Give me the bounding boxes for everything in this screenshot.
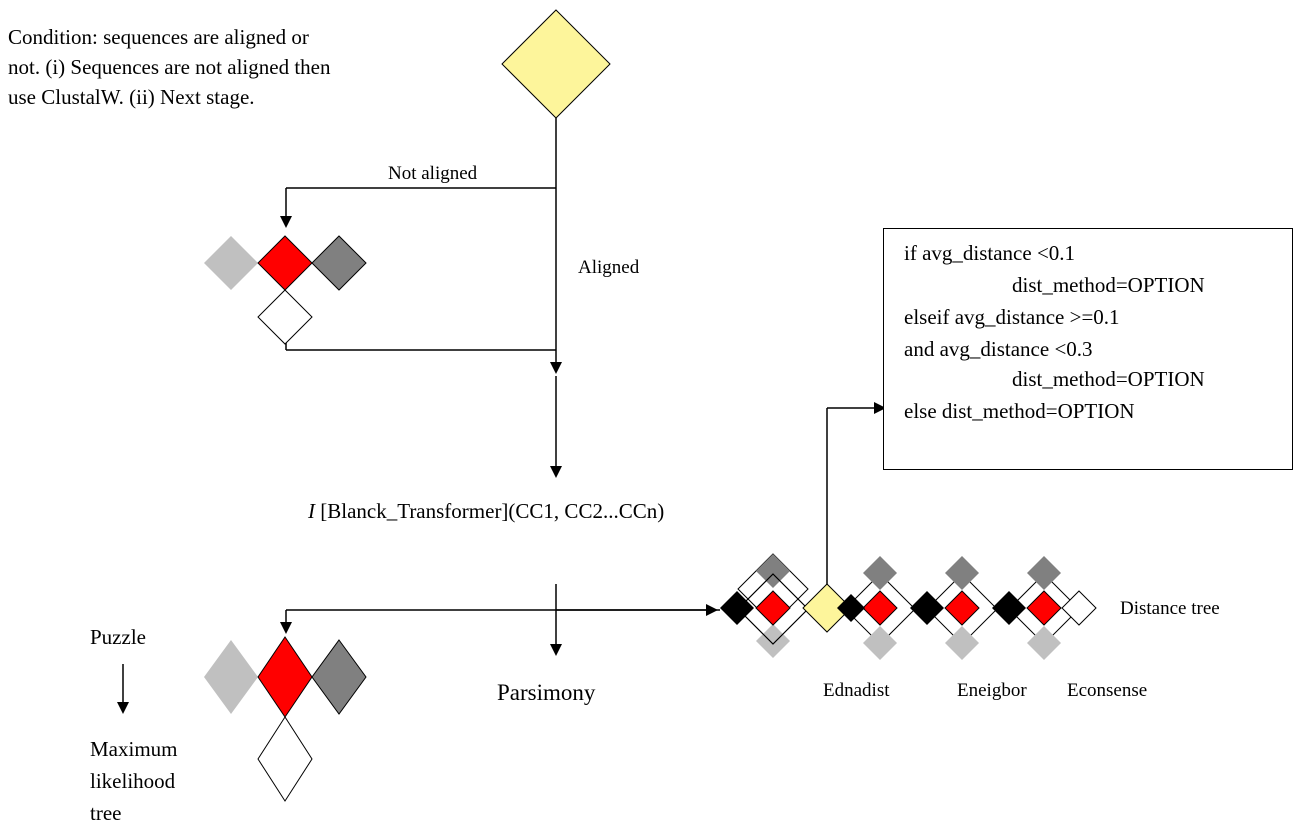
aligned-label: Aligned [578, 257, 640, 278]
transformer-label: I [Blanck_Transformer](CC1, CC2...CCn) [308, 496, 664, 526]
rule-line-4: and avg_distance <0.3 [904, 337, 1093, 361]
eneighbor-label: Eneigbor [957, 680, 1027, 701]
distance-cluster-4 [992, 556, 1097, 660]
econsense-label: Econsense [1067, 680, 1148, 701]
rule-line-6: else dist_method=OPTION [904, 399, 1135, 423]
ml-label-1: Maximum [90, 737, 178, 761]
distance-tree-label: Distance tree [1120, 598, 1220, 619]
distance-cluster-1 [720, 553, 809, 658]
rule-line-2: dist_method=OPTION [1012, 273, 1205, 297]
ml-label-2: likelihood [90, 769, 176, 793]
puzzle-node-cluster [204, 636, 367, 802]
puzzle-label: Puzzle [90, 625, 146, 649]
rule-line-3: elseif avg_distance >=0.1 [904, 305, 1120, 329]
ednadist-label: Ednadist [823, 680, 890, 701]
parsimony-label: Parsimony [497, 680, 596, 705]
ml-label-3: tree [90, 801, 122, 825]
transformer-prefix: I [308, 499, 315, 523]
rule-line-5: dist_method=OPTION [1012, 367, 1205, 391]
distance-rule-box: if avg_distance <0.1 dist_method=OPTION … [883, 228, 1293, 470]
clustalw-node-cluster [204, 235, 367, 345]
rule-line-1: if avg_distance <0.1 [904, 241, 1076, 265]
not-aligned-label: Not aligned [388, 163, 478, 184]
condition-note: Condition: sequences are aligned or not.… [8, 25, 331, 109]
decision-diamond [501, 9, 611, 119]
distance-decision-diamond [802, 583, 852, 633]
distance-cluster-2 [837, 556, 916, 660]
distance-cluster-3 [910, 556, 998, 660]
transformer-text: [Blanck_Transformer](CC1, CC2...CCn) [320, 499, 665, 523]
